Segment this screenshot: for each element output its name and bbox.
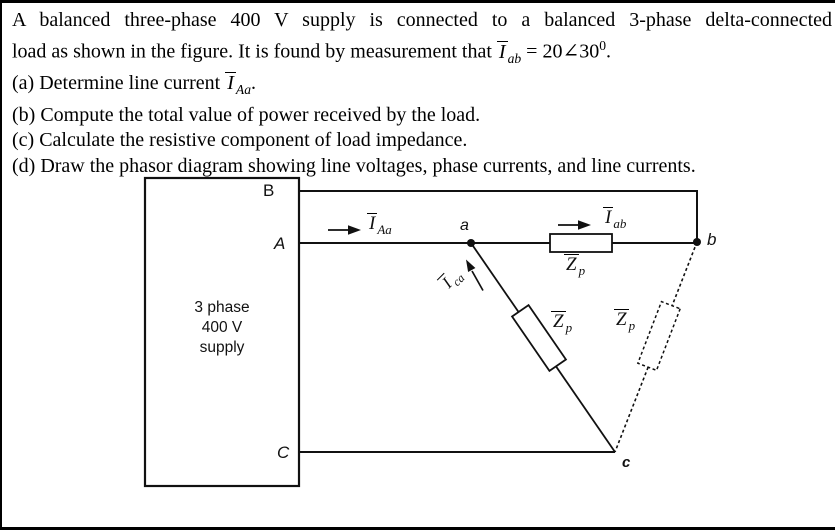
- current-ab-symbol: I: [496, 41, 508, 64]
- supply-label: 3 phase 400 V supply: [157, 298, 287, 358]
- impedance-ac-symbol: Z: [551, 311, 566, 332]
- intro-text-4: .: [606, 41, 612, 64]
- line-current-Aa-subscript: Aa: [377, 221, 392, 237]
- impedance-box-ac: [510, 303, 568, 373]
- impedance-box-ab: [549, 233, 613, 253]
- item-d-label: (d): [12, 154, 36, 177]
- problem-intro-line2: load as shown in the figure. It is found…: [12, 33, 832, 71]
- question-item-d: (d) Draw the phasor diagram showing line…: [12, 154, 832, 179]
- current-arrow-ca: [466, 259, 484, 291]
- intro-superscript: 0: [599, 38, 607, 54]
- impedance-box-bc: [636, 300, 682, 372]
- impedance-box-ac-group: [510, 303, 568, 373]
- current-arrow-Aa: [328, 225, 361, 235]
- current-Aa-subscript: Aa: [235, 82, 252, 98]
- item-d-text: Draw the phasor diagram showing line vol…: [35, 154, 696, 177]
- supply-label-line3: supply: [199, 339, 245, 356]
- node-c-label: c: [622, 454, 631, 471]
- intro-text-3: = 20∠30: [521, 41, 600, 64]
- impedance-ab-subscript: p: [578, 262, 586, 278]
- item-b-text: Compute the total value of power receive…: [35, 103, 481, 126]
- impedance-bc-subscript: p: [628, 317, 636, 333]
- impedance-ab-symbol: Z: [564, 254, 579, 275]
- question-item-b: (b) Compute the total value of power rec…: [12, 103, 832, 128]
- item-c-text: Calculate the resistive component of loa…: [34, 129, 468, 152]
- node-a-label: a: [460, 217, 469, 234]
- terminal-A-label: A: [274, 234, 286, 253]
- item-c-label: (c): [12, 129, 35, 152]
- current-Aa-symbol: I: [225, 72, 236, 95]
- node-a-dot: [467, 239, 475, 247]
- item-b-label: (b): [12, 103, 36, 126]
- phase-current-ab-symbol: I: [603, 207, 614, 228]
- node-b-dot: [693, 238, 701, 246]
- node-b-label: b: [707, 230, 717, 249]
- supply-label-line1: 3 phase: [194, 299, 250, 316]
- impedance-ac-subscript: p: [565, 319, 573, 335]
- item-a-period: .: [251, 72, 257, 95]
- impedance-box-bc-group: [636, 300, 682, 372]
- supply-box-outline: [143, 176, 301, 488]
- question-item-c: (c) Calculate the resistive component of…: [12, 128, 832, 153]
- problem-statement: A balanced three-phase 400 V supply is c…: [12, 8, 832, 179]
- terminal-B-label: B: [263, 181, 275, 200]
- phase-current-ab-subscript: ab: [613, 215, 627, 231]
- item-a-label: (a): [12, 72, 35, 95]
- current-ab-subscript: ab: [507, 51, 522, 67]
- impedance-bc-symbol: Z: [614, 309, 629, 330]
- circuit-figure: [143, 176, 701, 488]
- problem-intro-line1: A balanced three-phase 400 V supply is c…: [12, 8, 832, 33]
- terminal-C-label: C: [277, 443, 290, 462]
- wire-B-to-b: [299, 190, 698, 242]
- current-arrow-ab: [558, 220, 591, 230]
- intro-text-2: load as shown in the figure. It is found…: [12, 41, 497, 64]
- line-current-Aa-symbol: I: [367, 213, 378, 234]
- intro-text-1: A balanced three-phase 400 V supply is c…: [12, 9, 832, 31]
- item-a-text: Determine line current: [34, 72, 226, 95]
- supply-label-line2: 400 V: [201, 319, 243, 336]
